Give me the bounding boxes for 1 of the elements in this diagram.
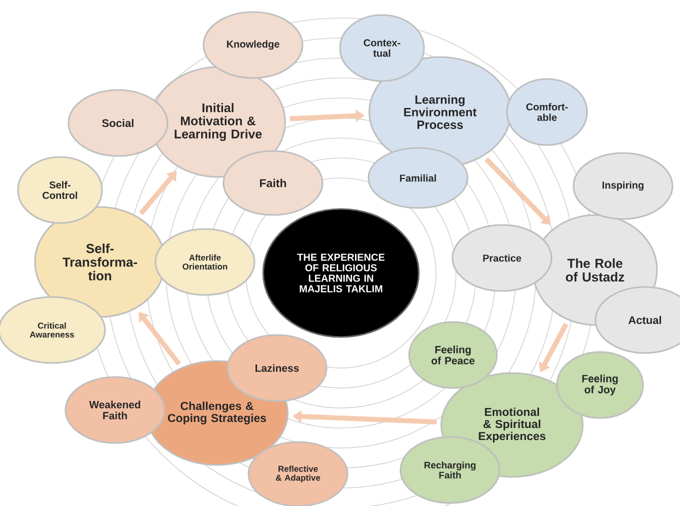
arrow	[138, 171, 177, 216]
